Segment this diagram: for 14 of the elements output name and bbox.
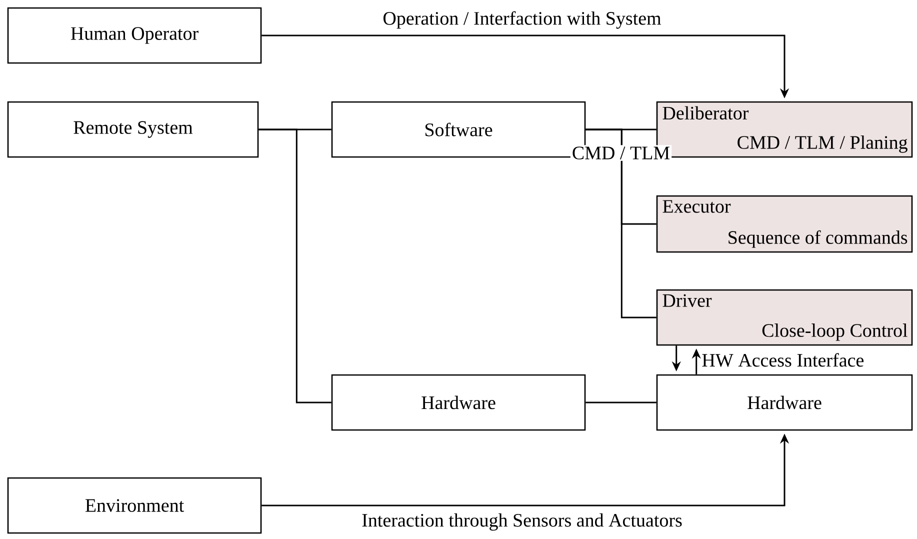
process-box: Driver Close-loop Control	[656, 289, 913, 346]
edge-label: CMD / TLM	[570, 145, 672, 161]
process-box: Human Operator	[7, 7, 262, 64]
edge-label: HW Access Interface	[702, 353, 864, 367]
process-box: Hardware	[331, 374, 586, 431]
process-box: Hardware	[656, 374, 913, 431]
connector-line	[586, 402, 656, 404]
process-box: Environment	[7, 477, 262, 534]
connector-line	[258, 128, 332, 404]
connector-line	[586, 128, 656, 318]
process-box: Executor Sequence of commands	[656, 195, 913, 253]
edge-label: Operation / Interfaction with System	[383, 11, 662, 29]
edge-label: Interaction through Sensors and Actuators	[362, 513, 682, 531]
process-box: Remote System	[7, 101, 259, 158]
